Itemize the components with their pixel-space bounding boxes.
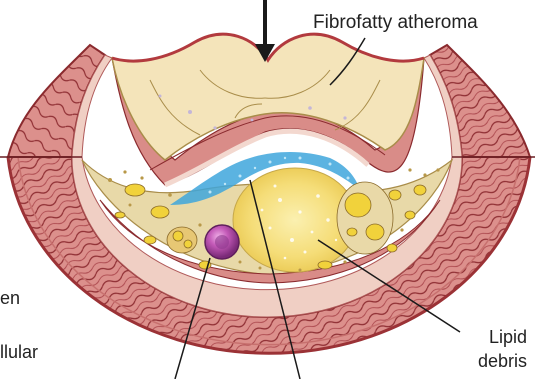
label-lipid: Lipid xyxy=(489,326,527,348)
label-fibrofatty-atheroma: Fibrofatty atheroma xyxy=(313,12,478,34)
label-left-cut-1: en xyxy=(0,288,20,309)
label-left-cut-2: llular xyxy=(0,342,38,363)
label-debris: debris xyxy=(478,350,527,372)
macrophage-nucleus xyxy=(215,235,229,249)
